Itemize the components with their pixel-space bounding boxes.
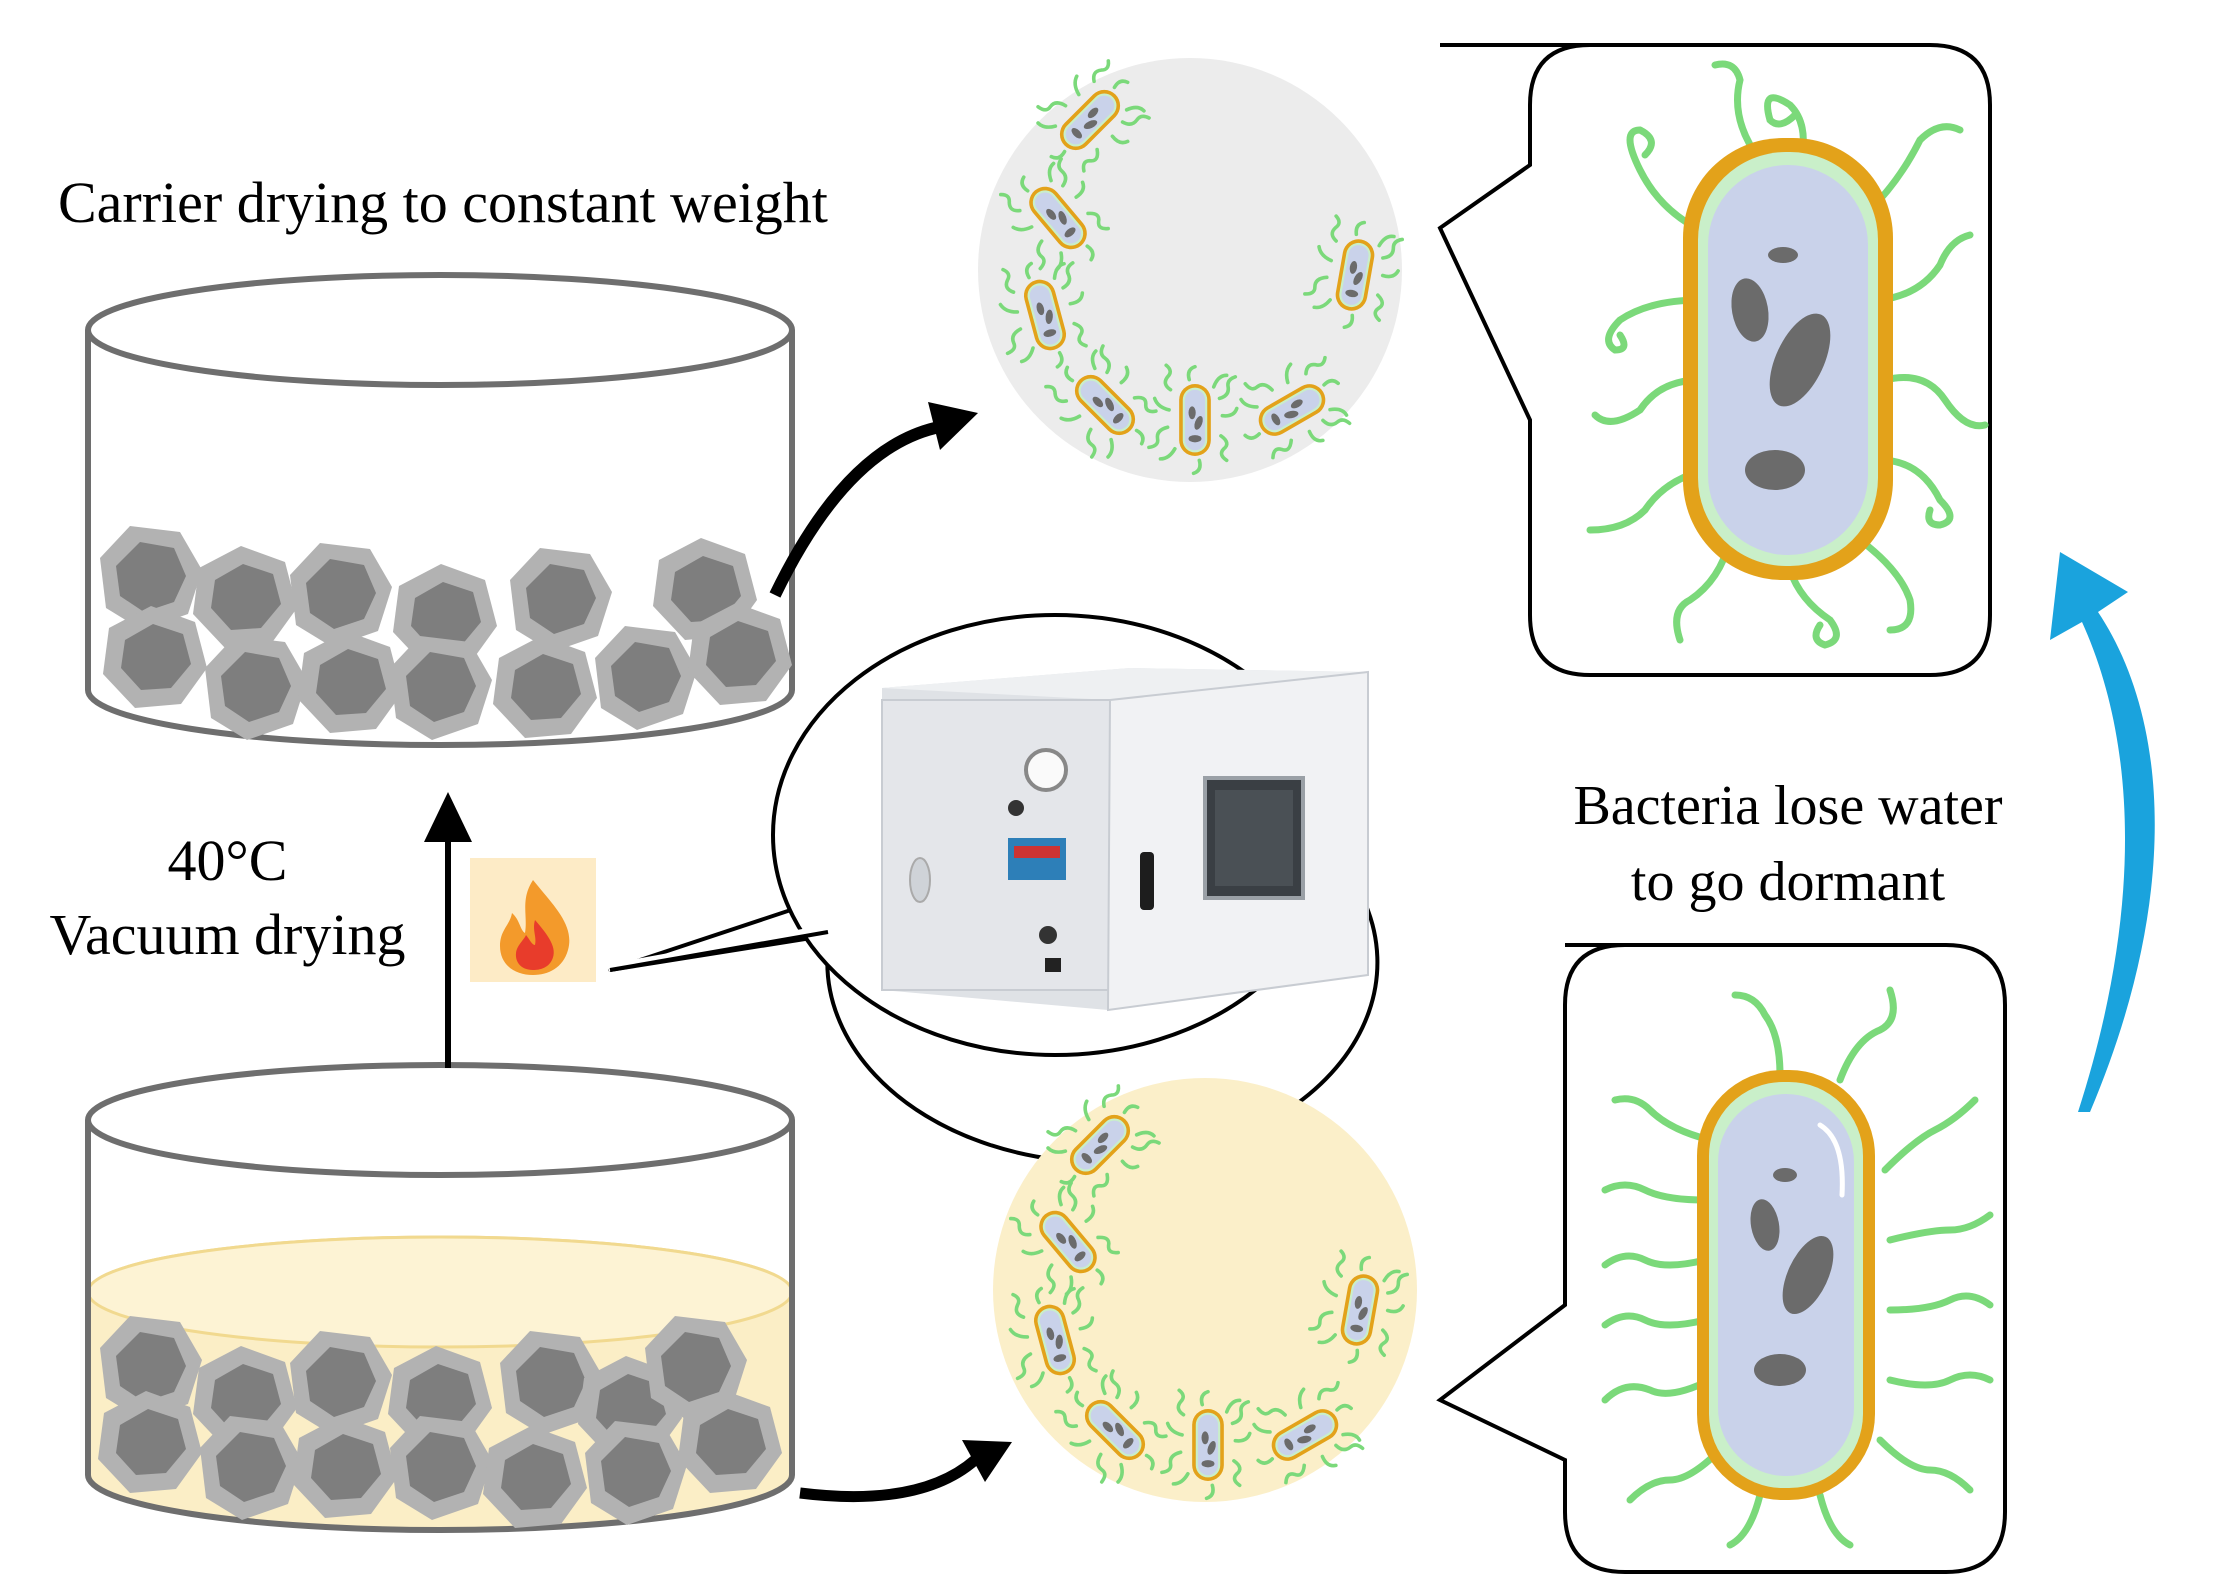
dry-bacteria-circle xyxy=(978,46,1408,482)
bacteria-caption-line1: Bacteria lose water xyxy=(1573,775,2003,837)
curved-arrow-bottom xyxy=(799,1440,1012,1503)
dormant-bacterium xyxy=(1586,60,1989,649)
bacteria-dormant-caption: Bacteria lose water to go dormant xyxy=(1508,768,2068,920)
vertical-arrow xyxy=(424,792,472,1068)
dry-carrier-rocks xyxy=(100,526,792,740)
curved-arrow-top xyxy=(769,402,978,598)
active-bacterium xyxy=(1601,986,1994,1549)
blue-curved-arrow xyxy=(2050,552,2155,1112)
dormant-bacterium-body xyxy=(1683,138,1893,580)
top-beaker xyxy=(85,272,795,748)
carrier-drying-caption: Carrier drying to constant weight xyxy=(58,170,828,235)
wet-bacteria-circle xyxy=(993,1071,1417,1503)
bacteria-caption-line2: to go dormant xyxy=(1630,851,1946,913)
flame-icon xyxy=(470,858,596,982)
vacuum-drying-label: Vacuum drying xyxy=(49,902,406,967)
temperature-label: 40°C xyxy=(167,828,288,893)
active-bacterium-body xyxy=(1697,1070,1875,1500)
vacuum-oven xyxy=(881,668,1369,1012)
